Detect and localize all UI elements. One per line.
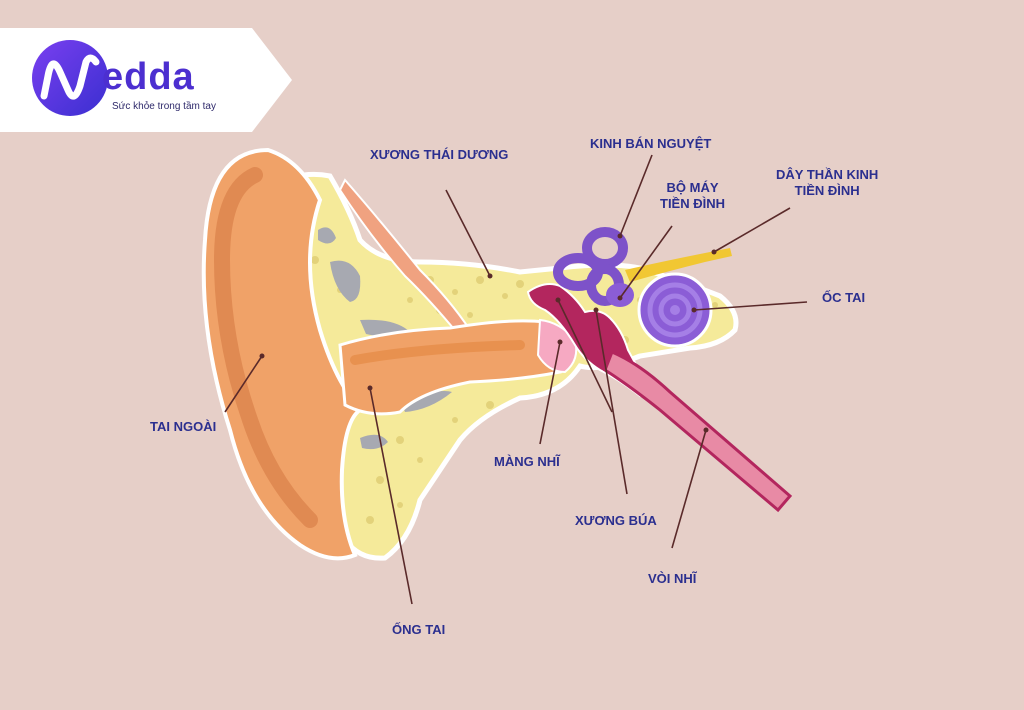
vestibule [606,283,634,307]
label-xuong-bua: XƯƠNG BÚA [575,513,657,528]
label-day-than-kinh-tien-dinh: DÂY THẦN KINH TIỀN ĐÌNH [776,167,878,199]
leader-dots [259,233,717,433]
ear-canal-shade [350,340,525,365]
label-ong-tai: ỐNG TAI [392,622,446,637]
leader-lines [224,154,808,605]
outer-ear [201,147,363,561]
label-day-than-kinh-line2: TIỀN ĐÌNH [794,183,860,198]
label-tai-ngoai: TAI NGOÀI [150,419,217,434]
label-bo-may-tien-dinh: BỘ MÁY TIỀN ĐÌNH [660,180,725,212]
vestibular-nerve [625,248,732,282]
logo-banner-shape [0,28,292,132]
logo-wave-icon [40,54,100,100]
label-day-than-kinh-line1: DÂY THẦN KINH [776,167,879,182]
label-mang-nhi: MÀNG NHĨ [494,454,560,469]
cochlea [637,272,713,348]
label-bo-may-line2: TIỀN ĐÌNH [660,196,725,211]
label-xuong-thai-duong: XƯƠNG THÁI DƯƠNG [370,147,509,162]
eustachian-tube [603,350,793,513]
label-voi-nhi: VÒI NHĨ [648,571,697,586]
label-bo-may-line1: BỘ MÁY [666,180,719,195]
logo-banner: edda Sức khỏe trong tầm tay [0,28,292,132]
brand-tagline: Sức khỏe trong tầm tay [112,101,216,112]
label-kinh-ban-nguyet: KINH BÁN NGUYỆT [590,136,712,151]
label-oc-tai: ỐC TAI [822,290,866,305]
brand-name: edda [102,56,195,98]
outer-ear-fold [213,167,318,528]
